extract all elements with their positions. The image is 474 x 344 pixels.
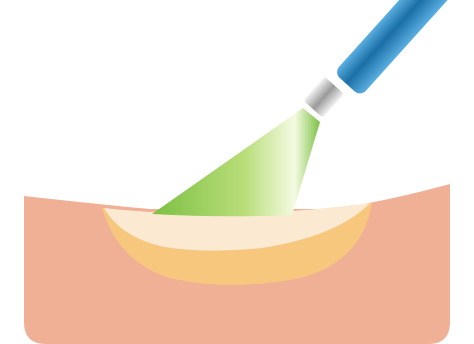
light-beam (152, 108, 320, 216)
handpiece-tip (303, 77, 344, 118)
laser-handpiece (334, 0, 461, 97)
